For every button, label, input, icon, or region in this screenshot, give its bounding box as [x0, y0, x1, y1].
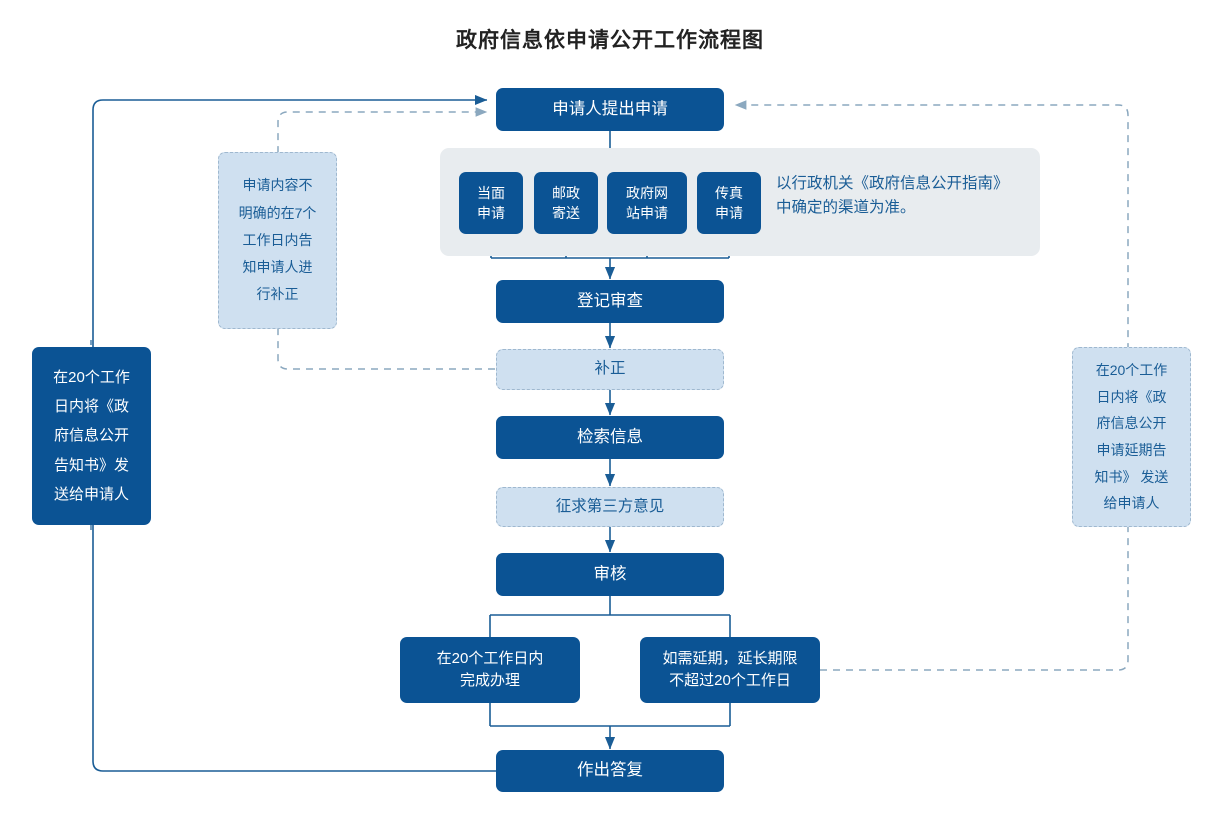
- node-retrieve-information[interactable]: 检索信息: [496, 416, 724, 459]
- node-supplement[interactable]: 补正: [496, 349, 724, 390]
- node-channel-gov-website[interactable]: 政府网 站申请: [607, 172, 687, 234]
- node-issue-reply[interactable]: 作出答复: [496, 750, 724, 792]
- node-channel-postal-mail[interactable]: 邮政 寄送: [534, 172, 598, 234]
- page-title: 政府信息依申请公开工作流程图: [456, 29, 764, 52]
- node-extension-limit[interactable]: 如需延期，延长期限 不超过20个工作日: [640, 637, 820, 703]
- channel-note: 以行政机关《政府信息公开指南》 中确定的渠道为准。: [776, 175, 1009, 217]
- node-channel-fax[interactable]: 传真 申请: [697, 172, 761, 234]
- node-applicant-submits[interactable]: 申请人提出申请: [496, 88, 724, 131]
- node-third-party-opinion[interactable]: 征求第三方意见: [496, 487, 724, 527]
- node-review[interactable]: 审核: [496, 553, 724, 596]
- node-channel-in-person[interactable]: 当面 申请: [459, 172, 523, 234]
- annotation-extension-notice[interactable]: 在20个工作 日内将《政 府信息公开 申请延期告 知书》 发送 给申请人: [1072, 347, 1191, 527]
- annotation-disclosure-notice[interactable]: 在20个工作 日内将《政 府信息公开 告知书》发 送给申请人: [32, 347, 151, 525]
- node-registration-review[interactable]: 登记审查: [496, 280, 724, 323]
- annotation-supplement-notice[interactable]: 申请内容不 明确的在7个 工作日内告 知申请人进 行补正: [218, 152, 337, 329]
- node-complete-within-20-days[interactable]: 在20个工作日内 完成办理: [400, 637, 580, 703]
